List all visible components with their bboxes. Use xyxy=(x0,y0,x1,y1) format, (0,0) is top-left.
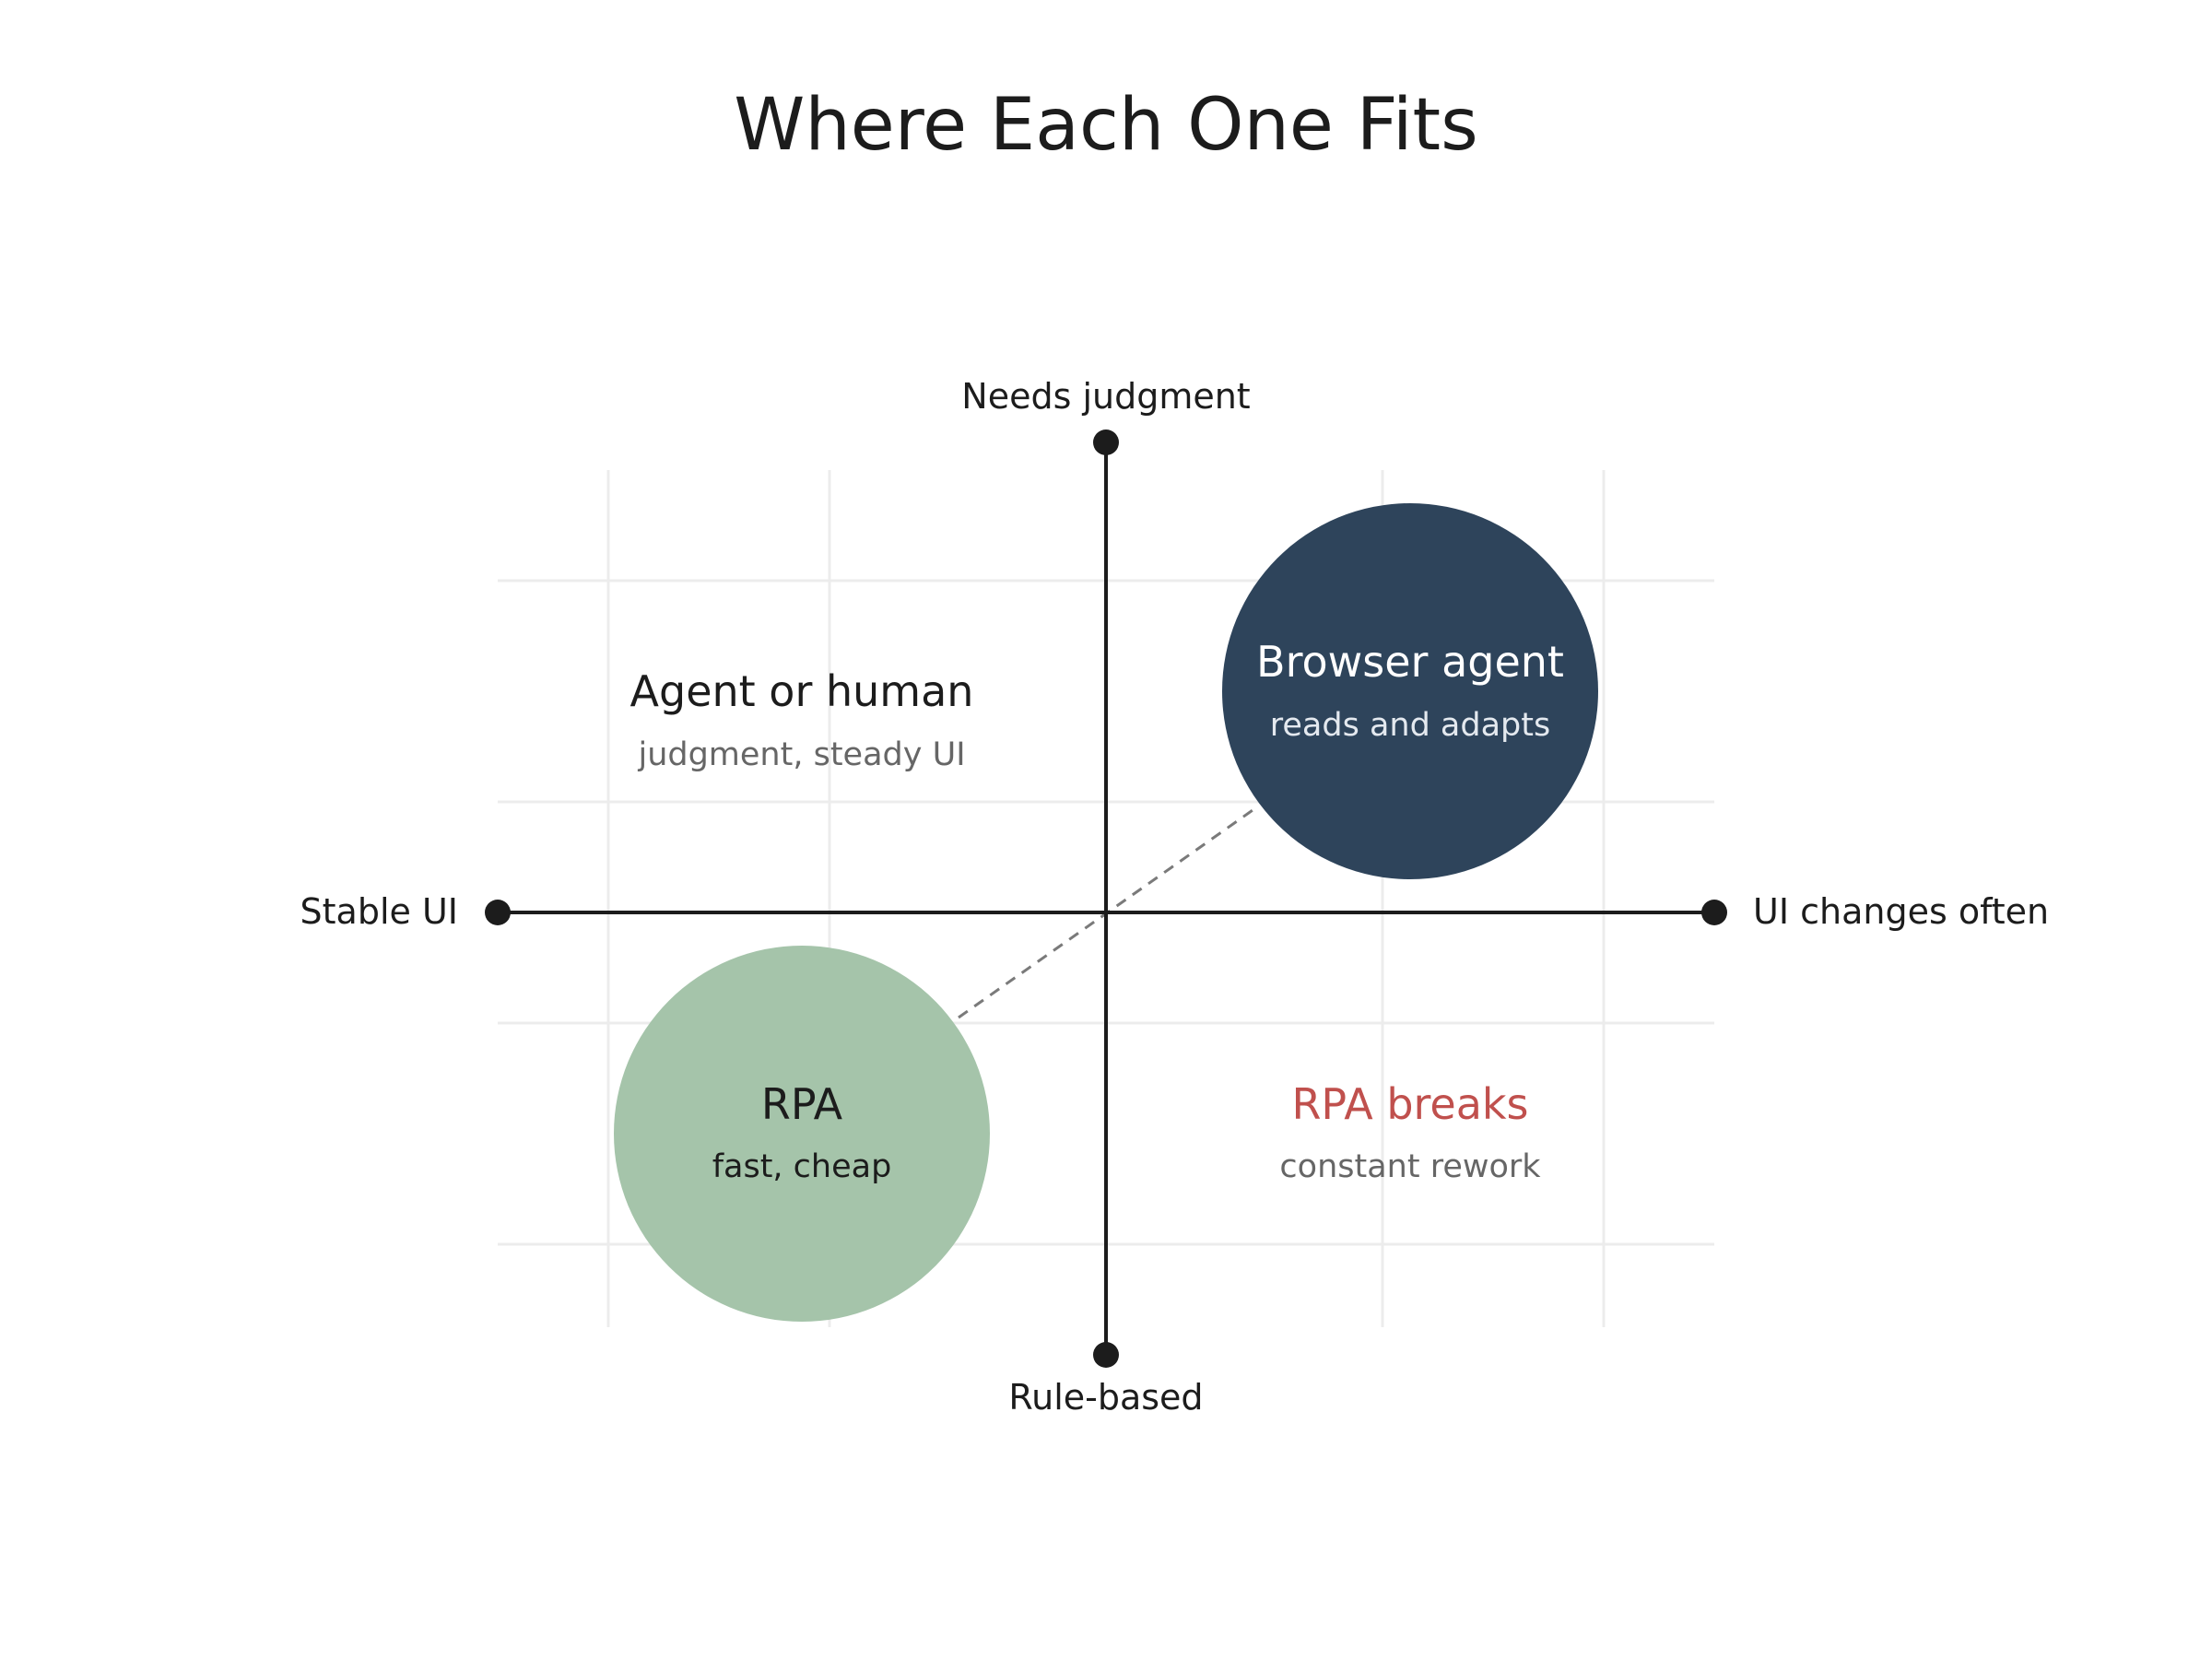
axis-endpoint-right xyxy=(1701,900,1727,925)
rpa-title: RPA xyxy=(761,1079,843,1129)
axis-endpoint-left xyxy=(485,900,511,925)
rpa-subtitle: fast, cheap xyxy=(712,1148,892,1185)
agent-or-human-title: Agent or human xyxy=(630,666,974,716)
browser-agent-circle xyxy=(1222,503,1598,879)
diagram-title: Where Each One Fits xyxy=(734,84,1478,167)
axis-label-bottom: Rule-based xyxy=(1008,1377,1203,1418)
rpa-breaks-subtitle: constant rework xyxy=(1279,1148,1541,1185)
agent-or-human-subtitle: judgment, steady UI xyxy=(637,736,965,773)
axis-label-left: Stable UI xyxy=(300,891,458,932)
rpa-circle xyxy=(614,946,990,1322)
axis-label-top: Needs judgment xyxy=(961,376,1250,417)
axis-endpoint-bottom xyxy=(1093,1342,1119,1368)
axis-endpoint-top xyxy=(1093,429,1119,455)
rpa-breaks-title: RPA breaks xyxy=(1291,1079,1528,1129)
browser-agent-subtitle: reads and adapts xyxy=(1270,707,1550,744)
browser-agent-title: Browser agent xyxy=(1256,637,1564,687)
axis-label-right: UI changes often xyxy=(1753,891,2049,932)
